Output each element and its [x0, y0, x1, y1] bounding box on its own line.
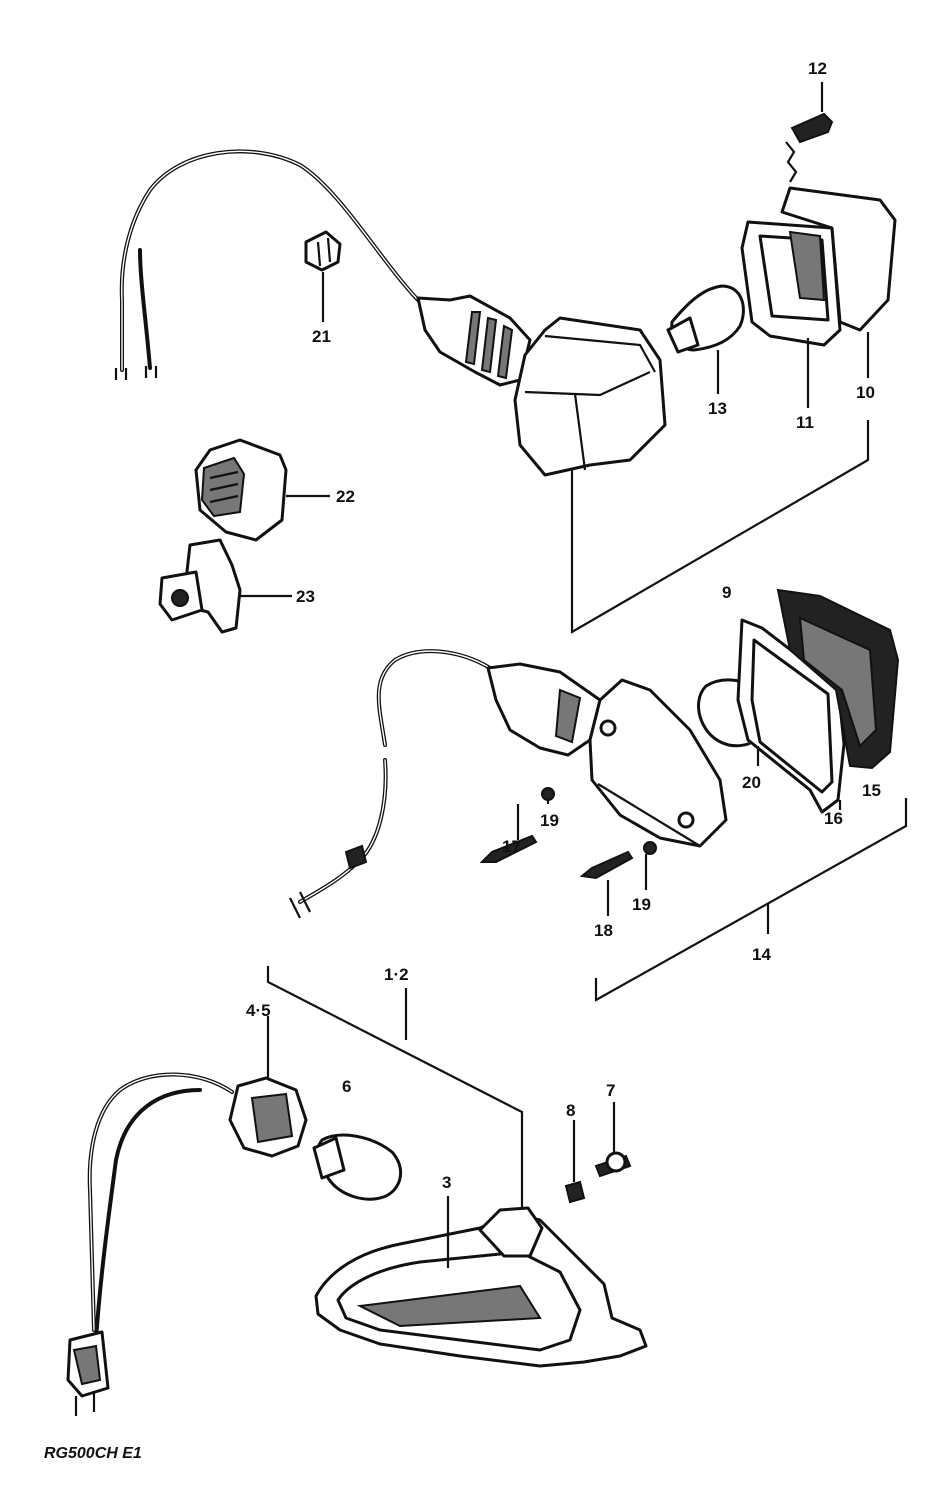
label-19b: 19	[632, 895, 651, 914]
relay-bracket-23	[158, 538, 292, 634]
part-labels: 12 21 13 11 10 22 23 9 17 19 20 16 15 18…	[44, 59, 881, 1462]
label-1-2: 1·2	[384, 965, 409, 984]
label-22: 22	[336, 487, 355, 506]
label-11: 11	[796, 413, 814, 432]
turn-signal-assembly-14	[289, 588, 908, 1002]
diagram-code: RG500CH E1	[44, 1445, 142, 1462]
label-15: 15	[862, 781, 881, 800]
label-21: 21	[312, 327, 331, 346]
label-13: 13	[708, 399, 727, 418]
label-6: 6	[342, 1077, 351, 1096]
label-9: 9	[722, 583, 731, 602]
label-16: 16	[824, 809, 843, 828]
label-20: 20	[742, 773, 761, 792]
label-8: 8	[566, 1101, 575, 1120]
label-10: 10	[856, 383, 875, 402]
label-14: 14	[752, 945, 771, 964]
label-17: 17	[502, 837, 521, 856]
label-3: 3	[442, 1173, 451, 1192]
label-4-5: 4·5	[246, 1001, 271, 1020]
turn-signal-assembly-1-2	[66, 966, 648, 1416]
label-12: 12	[808, 59, 827, 78]
turn-signal-assembly-9	[114, 82, 897, 634]
label-18: 18	[594, 921, 613, 940]
flasher-relay-22	[194, 438, 330, 542]
label-19a: 19	[540, 811, 559, 830]
label-7: 7	[606, 1081, 615, 1100]
label-23: 23	[296, 587, 315, 606]
